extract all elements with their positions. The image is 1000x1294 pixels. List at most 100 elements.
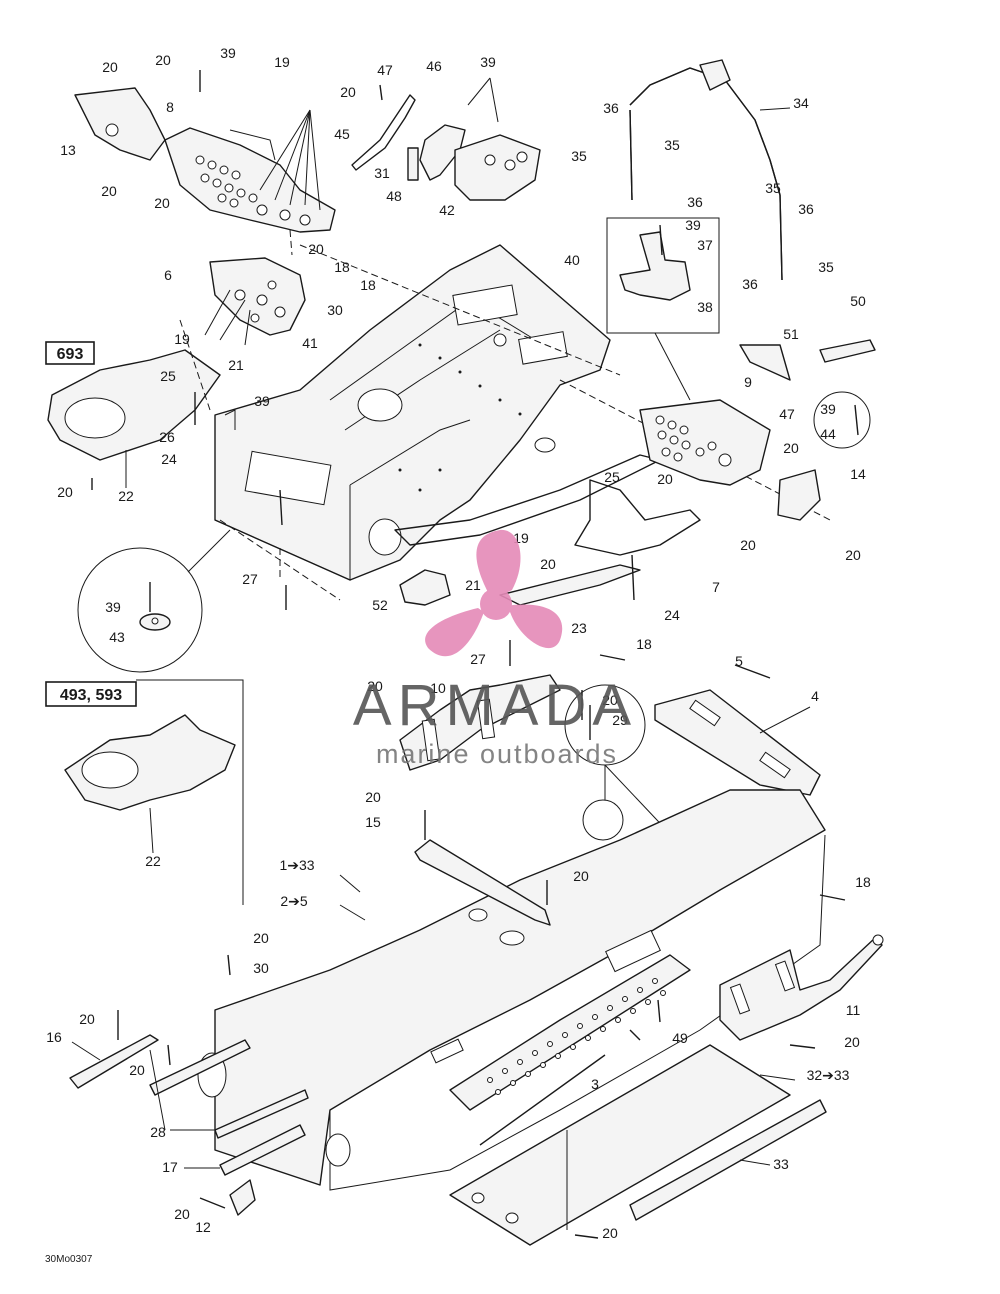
callout-64: 43 bbox=[109, 629, 125, 645]
callout-1: 20 bbox=[155, 52, 171, 68]
callout-44: 44 bbox=[820, 426, 836, 442]
plate-4 bbox=[654, 689, 821, 796]
callout-17: 34 bbox=[793, 95, 809, 111]
rear-bracket-9 bbox=[639, 339, 876, 521]
model-box-693: 693 bbox=[45, 341, 95, 365]
callout-42: 47 bbox=[779, 406, 795, 422]
callout-51: 20 bbox=[57, 484, 73, 500]
callout-5: 13 bbox=[60, 142, 76, 158]
callout-46: 24 bbox=[161, 451, 177, 467]
callout-59: 7 bbox=[712, 579, 720, 595]
callout-30: 18 bbox=[334, 259, 350, 275]
model-box-693-label: 693 bbox=[57, 346, 84, 363]
rear-step-11 bbox=[719, 934, 884, 1041]
callout-36: 41 bbox=[302, 335, 318, 351]
callout-40: 9 bbox=[744, 374, 752, 390]
callout-4: 8 bbox=[166, 99, 174, 115]
callout-10: 46 bbox=[426, 58, 442, 74]
callout-86: 20 bbox=[844, 1034, 860, 1050]
callout-66: 27 bbox=[470, 651, 486, 667]
callout-62: 24 bbox=[664, 607, 680, 623]
callout-81: 30 bbox=[253, 960, 269, 976]
callout-77: 18 bbox=[855, 874, 871, 890]
watermark-brand: ARMADA bbox=[353, 673, 637, 738]
callout-32: 18 bbox=[360, 277, 376, 293]
callout-79: 2➔5 bbox=[280, 893, 308, 909]
callout-39: 25 bbox=[160, 368, 176, 384]
callout-91: 17 bbox=[162, 1159, 178, 1175]
callout-14: 48 bbox=[386, 188, 402, 204]
callout-29: 6 bbox=[164, 267, 172, 283]
slide-plate-32 bbox=[449, 1044, 796, 1246]
tunnel bbox=[197, 789, 826, 1191]
callout-83: 20 bbox=[79, 1011, 95, 1027]
callout-67: 5 bbox=[735, 653, 743, 669]
belly-pan-493-593 bbox=[64, 714, 236, 854]
callout-25: 36 bbox=[742, 276, 758, 292]
callout-12: 45 bbox=[334, 126, 350, 142]
callout-22: 36 bbox=[798, 201, 814, 217]
callout-73: 22 bbox=[145, 853, 161, 869]
callout-19: 35 bbox=[571, 148, 587, 164]
callout-16: 36 bbox=[603, 100, 619, 116]
bracket-10 bbox=[399, 674, 718, 891]
callout-38: 21 bbox=[228, 357, 244, 373]
watermark-tagline: marine outboards bbox=[376, 739, 618, 769]
callout-75: 15 bbox=[365, 814, 381, 830]
rail-33 bbox=[629, 1099, 827, 1221]
steering-bracket bbox=[204, 257, 306, 346]
fasteners bbox=[91, 70, 859, 1239]
callout-2: 39 bbox=[220, 45, 236, 61]
callout-52: 22 bbox=[118, 488, 134, 504]
callout-48: 14 bbox=[850, 466, 866, 482]
callout-28: 20 bbox=[308, 241, 324, 257]
callout-27: 38 bbox=[697, 299, 713, 315]
callout-24: 37 bbox=[697, 237, 713, 253]
callout-61: 52 bbox=[372, 597, 388, 613]
callout-88: 32➔33 bbox=[807, 1067, 850, 1083]
callout-21: 35 bbox=[765, 180, 781, 196]
main-frame bbox=[179, 244, 831, 601]
callout-54: 20 bbox=[740, 537, 756, 553]
callout-41: 39 bbox=[254, 393, 270, 409]
callout-34: 50 bbox=[850, 293, 866, 309]
callout-87: 20 bbox=[129, 1062, 145, 1078]
drawing-number: 30Mo0307 bbox=[45, 1254, 93, 1265]
callout-33: 30 bbox=[327, 302, 343, 318]
callout-94: 12 bbox=[195, 1219, 211, 1235]
callout-7: 20 bbox=[154, 195, 170, 211]
propeller-logo-icon bbox=[425, 529, 563, 657]
callout-50: 20 bbox=[657, 471, 673, 487]
callout-26: 35 bbox=[818, 259, 834, 275]
callout-35: 19 bbox=[174, 331, 190, 347]
callout-43: 39 bbox=[820, 401, 836, 417]
callout-45: 26 bbox=[159, 429, 175, 445]
left-side-parts bbox=[69, 1034, 309, 1216]
armada-watermark: ARMADA marine outboards bbox=[353, 529, 637, 769]
callout-71: 20 bbox=[602, 692, 618, 708]
callout-63: 23 bbox=[571, 620, 587, 636]
callout-95: 20 bbox=[602, 1225, 618, 1241]
belly-pan-693 bbox=[47, 349, 221, 488]
callout-9: 47 bbox=[377, 62, 393, 78]
rail-15 bbox=[414, 839, 551, 926]
callout-55: 20 bbox=[540, 556, 556, 572]
callout-60: 39 bbox=[105, 599, 121, 615]
front-brace-assembly bbox=[74, 87, 336, 256]
callout-0: 20 bbox=[102, 59, 118, 75]
callout-56: 20 bbox=[845, 547, 861, 563]
callout-90: 28 bbox=[150, 1124, 166, 1140]
detail-box-38 bbox=[606, 217, 720, 401]
callout-3: 19 bbox=[274, 54, 290, 70]
callout-85: 49 bbox=[672, 1030, 688, 1046]
callout-68: 20 bbox=[367, 678, 383, 694]
callout-23: 39 bbox=[685, 217, 701, 233]
callout-92: 33 bbox=[773, 1156, 789, 1172]
callout-6: 20 bbox=[101, 183, 117, 199]
callout-11: 39 bbox=[480, 54, 496, 70]
callout-37: 51 bbox=[783, 326, 799, 342]
callout-93: 20 bbox=[174, 1206, 190, 1222]
callout-70: 4 bbox=[811, 688, 819, 704]
